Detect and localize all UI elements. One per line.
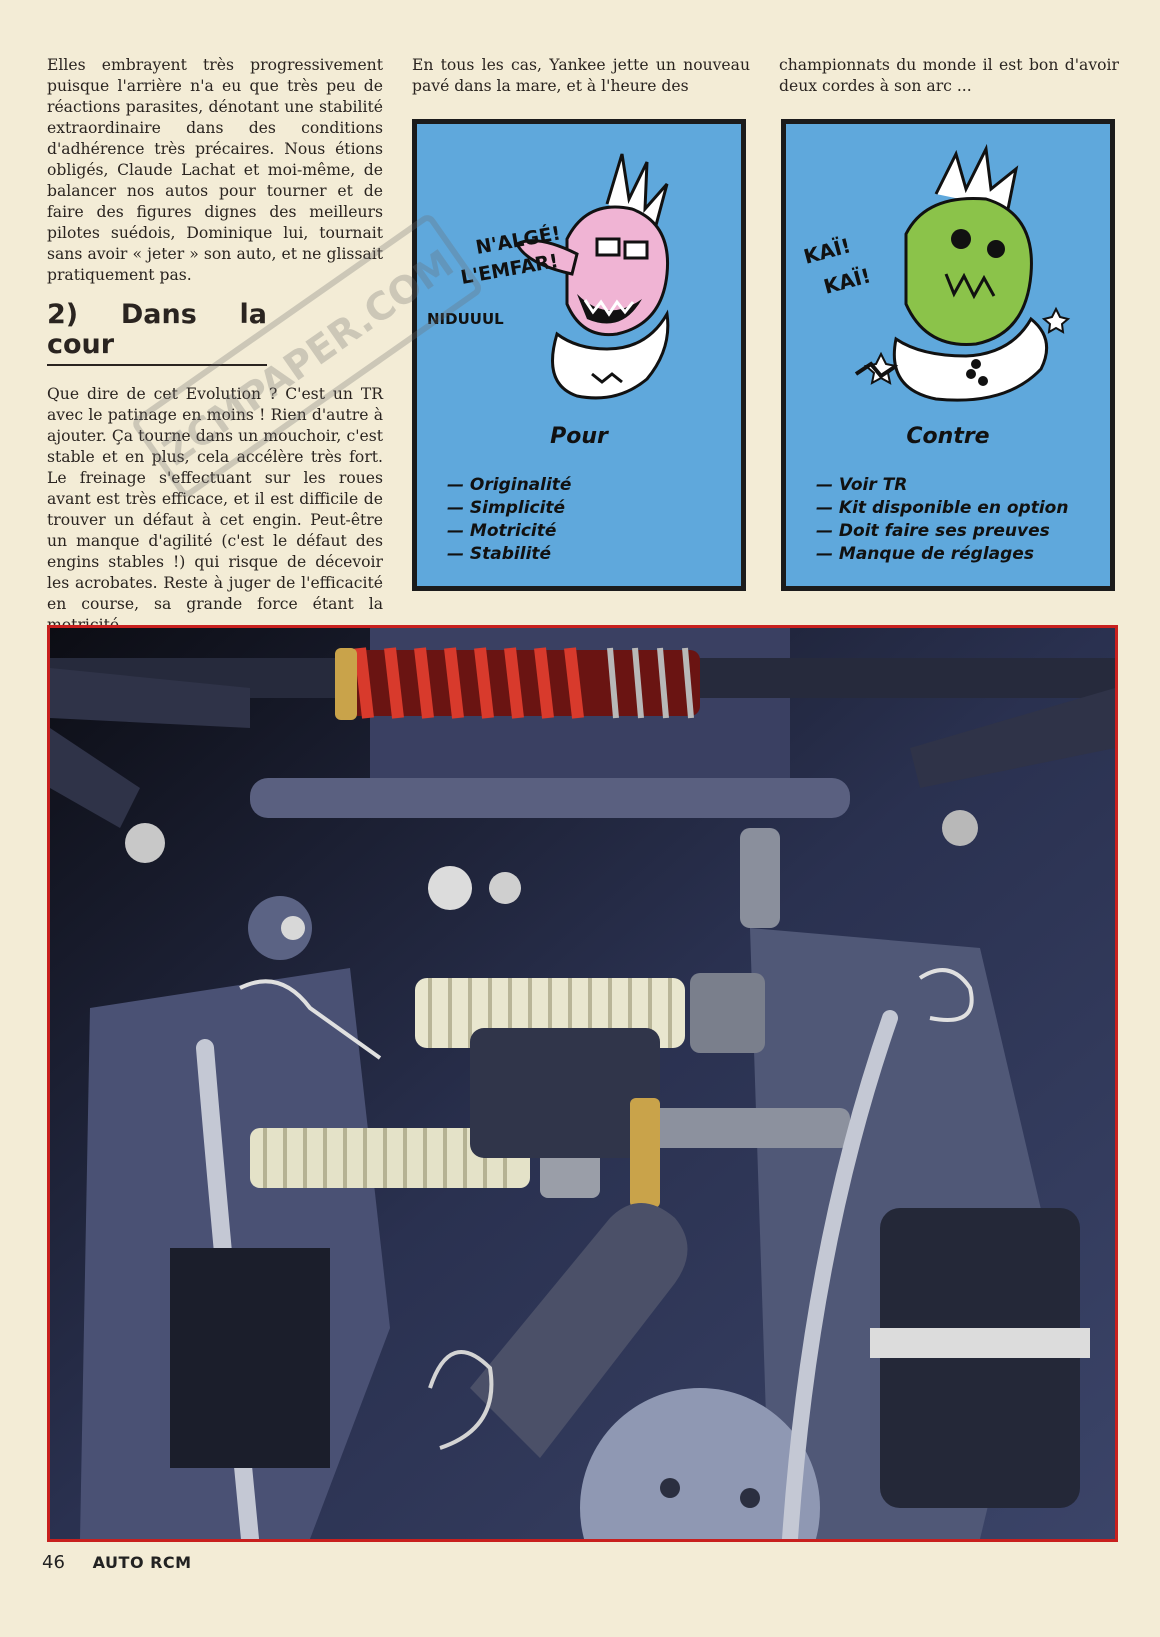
pour-shout-2: L'EMFAR!: [459, 250, 560, 289]
magazine-name: AUTO RCM: [92, 1553, 192, 1572]
contre-item: Voir TR: [816, 474, 1068, 497]
contre-cartoon-illustration: KAÏ! KAÏ!: [801, 143, 1071, 402]
pour-item: Originalité: [447, 474, 572, 497]
subheading: 2) Dans la cour: [47, 300, 267, 366]
pour-shout-3: NIDUUUL: [427, 310, 504, 328]
article-column-3: championnats du monde il est bon d'avoir…: [779, 55, 1119, 97]
contre-item: Kit disponible en option: [816, 497, 1069, 520]
page-footer: 46 AUTO RCM: [42, 1552, 192, 1573]
contre-item: Manque de réglages: [816, 543, 1068, 566]
pour-title: Pour: [550, 424, 608, 449]
article-column-2: En tous les cas, Yankee jette un nouveau…: [412, 55, 750, 97]
chassis-photo: [47, 625, 1118, 1542]
contre-list: Voir TR Kit disponible en option Doit fa…: [816, 474, 1069, 566]
pour-list: Originalité Simplicité Motricité Stabili…: [447, 474, 572, 566]
pour-box: N'ALGÉ! L'EMFAR! NIDUUUL Pour Originalit…: [412, 119, 746, 591]
contre-item: Doit faire ses preuves: [816, 520, 1068, 543]
paragraph-col3: championnats du monde il est bon d'avoir…: [779, 56, 1119, 95]
paragraph-2: Que dire de cet Evolution ? C'est un TR …: [47, 385, 383, 634]
pour-item: Simplicité: [447, 497, 571, 520]
contre-shout-2: KAÏ!: [821, 263, 873, 298]
contre-box: KAÏ! KAÏ! Contre Voir TR Kit disponible …: [781, 119, 1115, 591]
article-column-1: Elles embrayent très progressivement pui…: [47, 55, 383, 636]
contre-title: Contre: [906, 424, 990, 449]
paragraph-1: Elles embrayent très progressivement pui…: [47, 56, 383, 284]
page-number: 46: [42, 1552, 65, 1573]
chassis-photo-illustration: [50, 628, 1115, 1539]
pour-cartoon-illustration: N'ALGÉ! L'EMFAR! NIDUUUL: [427, 153, 670, 400]
pour-item: Stabilité: [447, 543, 571, 566]
contre-shout-1: KAÏ!: [801, 233, 853, 268]
pour-item: Motricité: [447, 520, 571, 543]
paragraph-col2: En tous les cas, Yankee jette un nouveau…: [412, 56, 750, 95]
red-spring: [335, 647, 700, 720]
